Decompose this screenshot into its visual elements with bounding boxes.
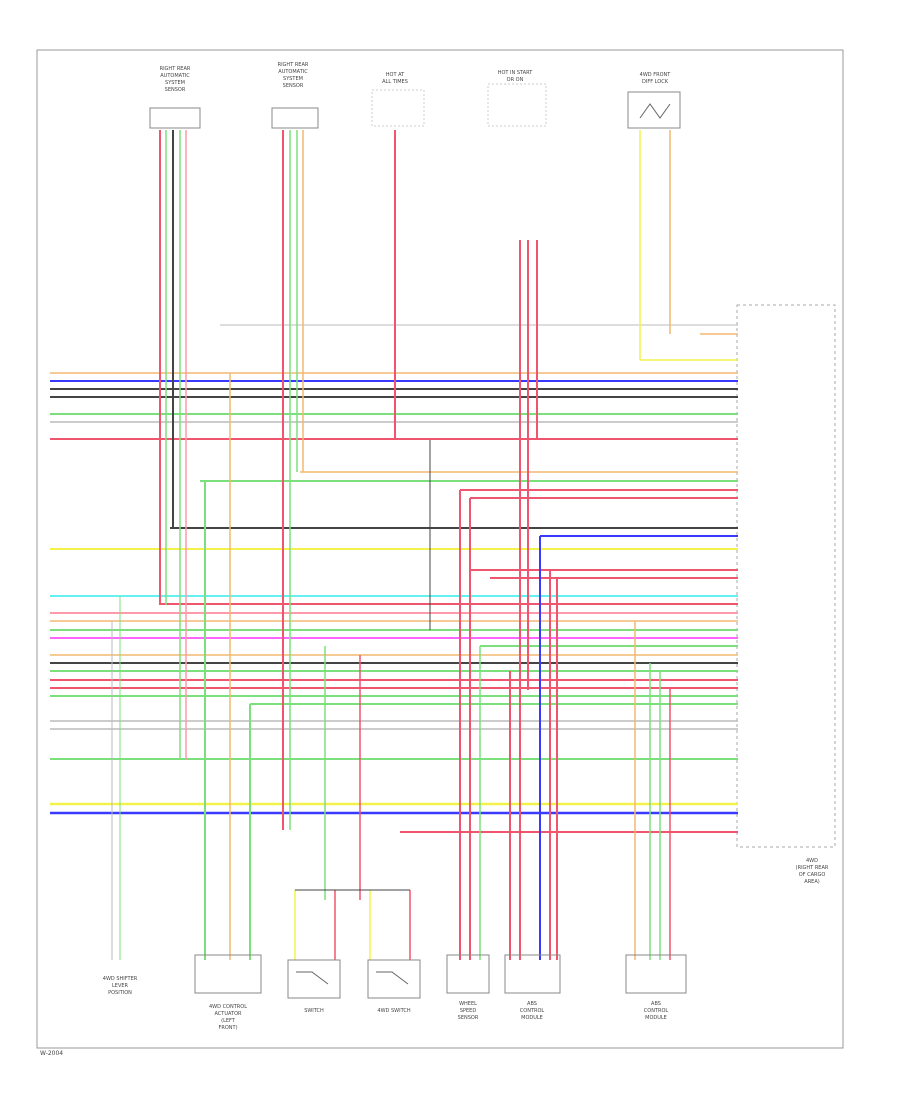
connector-label: RIGHT REAR xyxy=(278,62,309,68)
component-label: ACTUATOR xyxy=(214,1011,242,1017)
component-actuator: 4WD CONTROL ACTUATOR (LEFT FRONT) xyxy=(194,954,262,1031)
component-label: 4WD SWITCH xyxy=(377,1008,410,1014)
connector-label: DIFF LOCK xyxy=(642,79,669,85)
component-speed-sensor: WHEEL SPEED SENSOR xyxy=(446,954,490,1021)
component-label: SENSOR xyxy=(458,1015,479,1021)
component-abs-module-1: ABS CONTROL MODULE xyxy=(504,954,561,1021)
component-label: POSITION xyxy=(108,990,132,996)
component-shifter-lever: 4WD SHIFTER LEVER POSITION xyxy=(103,976,138,996)
vertical-wires xyxy=(111,130,671,960)
component-label: LEVER xyxy=(112,983,129,989)
component-label: 4WD SHIFTER xyxy=(103,976,138,982)
connector-top-1: RIGHT REAR AUTOMATIC SYSTEM SENSOR xyxy=(149,66,201,129)
component-switch-2: 4WD SWITCH xyxy=(367,959,421,1014)
connector-label: SENSOR xyxy=(165,87,186,93)
connector-label: HOT IN START xyxy=(498,70,534,76)
ecu-label-line: 4WD xyxy=(806,858,818,864)
connector-label: HOT AT xyxy=(386,72,405,78)
connector-top-2: RIGHT REAR AUTOMATIC SYSTEM SENSOR xyxy=(271,62,319,129)
connector-label: OR ON xyxy=(507,77,524,83)
connector-label: AUTOMATIC xyxy=(278,69,308,75)
component-label: SPEED xyxy=(460,1008,477,1014)
ecu-label: 4WD (RIGHT REAR OF CARGO AREA) xyxy=(796,858,829,885)
ecu-box xyxy=(736,304,836,848)
component-switch-1: SWITCH xyxy=(287,959,341,1014)
component-label: (LEFT xyxy=(221,1018,236,1024)
connector-label: ALL TIMES xyxy=(382,79,408,85)
ecu-label-line: (RIGHT REAR xyxy=(796,865,829,871)
component-label: MODULE xyxy=(645,1015,667,1021)
connector-label: SYSTEM xyxy=(283,76,303,82)
component-label: ABS xyxy=(527,1001,537,1007)
ecu-label-line: AREA) xyxy=(804,879,819,885)
component-label: SWITCH xyxy=(304,1008,324,1014)
connector-top-5: 4WD FRONT DIFF LOCK xyxy=(627,72,681,129)
connector-label: SYSTEM xyxy=(165,80,185,86)
connector-label: SENSOR xyxy=(283,83,304,89)
connector-top-4: HOT IN START OR ON xyxy=(487,70,547,127)
component-label: 4WD CONTROL xyxy=(209,1004,247,1010)
connector-label: AUTOMATIC xyxy=(160,73,190,79)
connector-label: 4WD FRONT xyxy=(640,72,672,78)
diagram-frame xyxy=(36,49,844,1049)
component-label: ABS xyxy=(651,1001,661,1007)
connector-label: RIGHT REAR xyxy=(160,66,191,72)
diagram-code: W-2004 xyxy=(40,1050,63,1057)
component-label: CONTROL xyxy=(644,1008,669,1014)
component-label: FRONT) xyxy=(218,1025,237,1031)
horizontal-wires xyxy=(50,324,738,833)
connector-top-3: HOT AT ALL TIMES xyxy=(371,72,425,127)
component-abs-module-2: ABS CONTROL MODULE xyxy=(625,954,687,1021)
component-label: WHEEL xyxy=(459,1001,477,1007)
ecu-label-line: OF CARGO xyxy=(799,872,826,878)
component-label: MODULE xyxy=(521,1015,543,1021)
component-label: CONTROL xyxy=(520,1008,545,1014)
